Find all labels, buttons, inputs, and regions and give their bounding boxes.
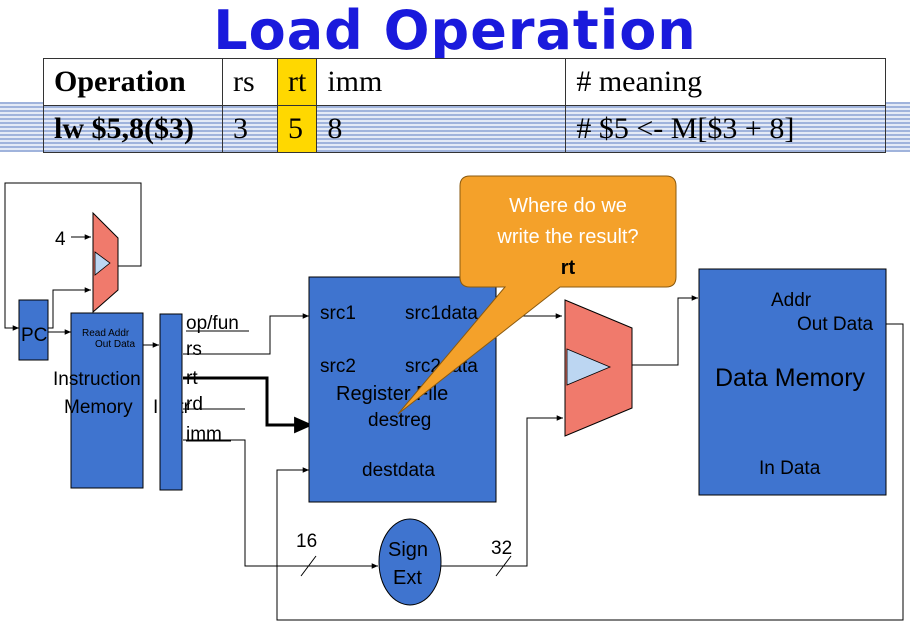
alu-notch bbox=[566, 348, 612, 386]
imem-read-addr: Read Addr bbox=[82, 328, 130, 339]
dmem-in-data: In Data bbox=[759, 458, 821, 479]
instruction-memory bbox=[70, 312, 144, 489]
dmem-out-data: Out Data bbox=[797, 314, 873, 335]
cell-rt: 5 bbox=[276, 105, 318, 153]
pc-label: PC bbox=[21, 325, 47, 346]
field-op-fun: op/fun bbox=[186, 313, 239, 334]
wire-rs-to-src1 bbox=[183, 313, 309, 355]
sign-extend-unit bbox=[378, 518, 442, 606]
wire-signext-to-alu bbox=[440, 415, 563, 567]
field-rd: rd bbox=[186, 394, 203, 415]
pc-register bbox=[18, 299, 49, 361]
callout-line2: write the result? bbox=[496, 226, 638, 248]
imem-name-line2: Memory bbox=[64, 397, 133, 418]
sign-ext-line2: Ext bbox=[393, 567, 422, 589]
wire-alu-to-dmem bbox=[632, 295, 698, 366]
dmem-addr: Addr bbox=[771, 290, 812, 311]
regfile-destreg: destreg bbox=[368, 410, 431, 431]
field-imm: imm bbox=[186, 424, 222, 445]
table-row: lw $5,8($3) 3 5 8 # $5 <- M[$3 + 8] bbox=[43, 105, 886, 153]
instruction-table: Operation rs rt imm # meaning lw $5,8($3… bbox=[43, 58, 886, 153]
dmem-name: Data Memory bbox=[715, 364, 866, 392]
cell-meaning: # $5 <- M[$3 + 8] bbox=[565, 105, 886, 153]
bits-out-label: 32 bbox=[491, 538, 512, 559]
wire-adder-to-pc bbox=[4, 182, 142, 331]
callout-line3: rt bbox=[561, 257, 576, 279]
regfile-src2: src2 bbox=[320, 356, 356, 377]
field-rt: rt bbox=[186, 368, 198, 389]
regfile-src1data: src1data bbox=[405, 303, 478, 324]
wire-pc-to-adder bbox=[48, 287, 91, 329]
header-rt: rt bbox=[276, 58, 318, 106]
wire-rt-to-destreg bbox=[183, 376, 313, 434]
bits-in-label: 16 bbox=[296, 531, 317, 552]
sign-ext-line1: Sign bbox=[388, 539, 428, 561]
callout-bubble bbox=[397, 175, 677, 415]
header-operation: Operation bbox=[43, 58, 223, 106]
callout-line1: Where do we bbox=[509, 195, 627, 217]
constant-four: 4 bbox=[55, 229, 66, 250]
cell-operation: lw $5,8($3) bbox=[43, 105, 223, 153]
imem-name-line1: Instruction bbox=[53, 369, 141, 390]
table-header-row: Operation rs rt imm # meaning bbox=[43, 58, 886, 106]
tick-32 bbox=[495, 555, 512, 577]
cell-rs: 3 bbox=[222, 105, 278, 153]
wires bbox=[4, 182, 904, 621]
header-rs: rs bbox=[222, 58, 278, 106]
tick-16 bbox=[300, 555, 317, 577]
header-imm: imm bbox=[316, 58, 567, 106]
register-file bbox=[308, 276, 497, 503]
pc-adder-notch bbox=[94, 251, 111, 276]
regfile-destdata: destdata bbox=[362, 460, 435, 481]
field-rs: rs bbox=[186, 339, 202, 360]
regfile-src1: src1 bbox=[320, 303, 356, 324]
wire-imm-to-signext bbox=[183, 439, 378, 569]
cell-imm: 8 bbox=[316, 105, 567, 153]
instruction-register bbox=[159, 313, 183, 491]
data-memory bbox=[698, 268, 887, 496]
imem-out-data: Out Data bbox=[95, 339, 135, 350]
header-meaning: # meaning bbox=[565, 58, 886, 106]
wire-dmem-to-destdata bbox=[276, 323, 904, 621]
slide-title: Load Operation bbox=[213, 0, 697, 62]
